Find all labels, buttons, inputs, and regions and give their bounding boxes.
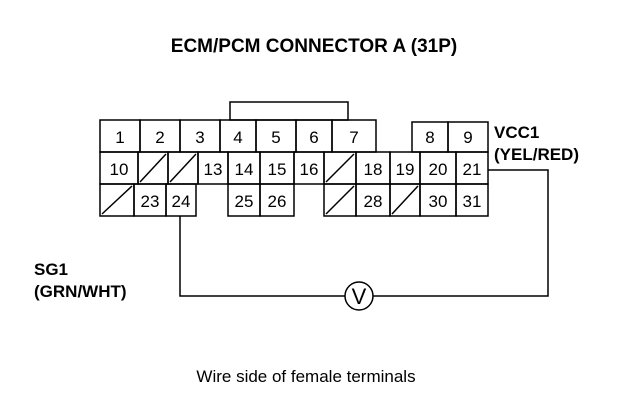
sg1-test-lead bbox=[179, 216, 345, 297]
pin-label: 1 bbox=[115, 128, 124, 147]
pin-label: 16 bbox=[300, 160, 319, 179]
pin-label: 13 bbox=[204, 160, 223, 179]
pin-label: 8 bbox=[425, 128, 434, 147]
pin-label: 9 bbox=[463, 128, 472, 147]
pin-label: 21 bbox=[463, 160, 482, 179]
pin-label: 14 bbox=[235, 160, 254, 179]
connector-lock-tab bbox=[229, 101, 349, 121]
sg1-label: SG1 bbox=[34, 260, 68, 279]
pin-label: 6 bbox=[309, 128, 318, 147]
terminal-24 bbox=[165, 183, 197, 217]
vcc1-test-lead bbox=[373, 169, 549, 297]
terminal-31 bbox=[455, 183, 489, 217]
diagram-caption: Wire side of female terminals bbox=[196, 367, 415, 386]
empty-slash bbox=[139, 153, 167, 183]
empty-slash bbox=[101, 185, 133, 215]
voltmeter-symbol: V bbox=[352, 284, 367, 309]
vcc1-color-label: (YEL/RED) bbox=[494, 145, 579, 164]
pin-label: 28 bbox=[364, 192, 383, 211]
empty-slash bbox=[325, 153, 355, 183]
pin-label: 7 bbox=[349, 128, 358, 147]
pin-label: 2 bbox=[155, 128, 164, 147]
pin-label: 15 bbox=[268, 160, 287, 179]
pin-label: 30 bbox=[429, 192, 448, 211]
pin-label: 10 bbox=[110, 160, 129, 179]
pin-label: 19 bbox=[396, 160, 415, 179]
sg1-color-label: (GRN/WHT) bbox=[34, 282, 127, 301]
vcc1-label: VCC1 bbox=[494, 123, 539, 142]
diagram-title: ECM/PCM CONNECTOR A (31P) bbox=[171, 36, 457, 57]
pin-label: 3 bbox=[195, 128, 204, 147]
pin-label: 23 bbox=[141, 192, 160, 211]
pin-label: 25 bbox=[235, 192, 254, 211]
pin-label: 5 bbox=[271, 128, 280, 147]
pin-label: 4 bbox=[233, 128, 242, 147]
pin-label: 26 bbox=[268, 192, 287, 211]
empty-slash bbox=[169, 153, 197, 183]
pin-label: 31 bbox=[463, 192, 482, 211]
voltmeter-icon bbox=[344, 281, 374, 311]
pin-label: 18 bbox=[364, 160, 383, 179]
terminal-26 bbox=[259, 183, 295, 217]
empty-slash bbox=[391, 185, 419, 215]
pin-label: 20 bbox=[429, 160, 448, 179]
pin-label: 24 bbox=[172, 192, 191, 211]
empty-slash bbox=[325, 185, 355, 215]
